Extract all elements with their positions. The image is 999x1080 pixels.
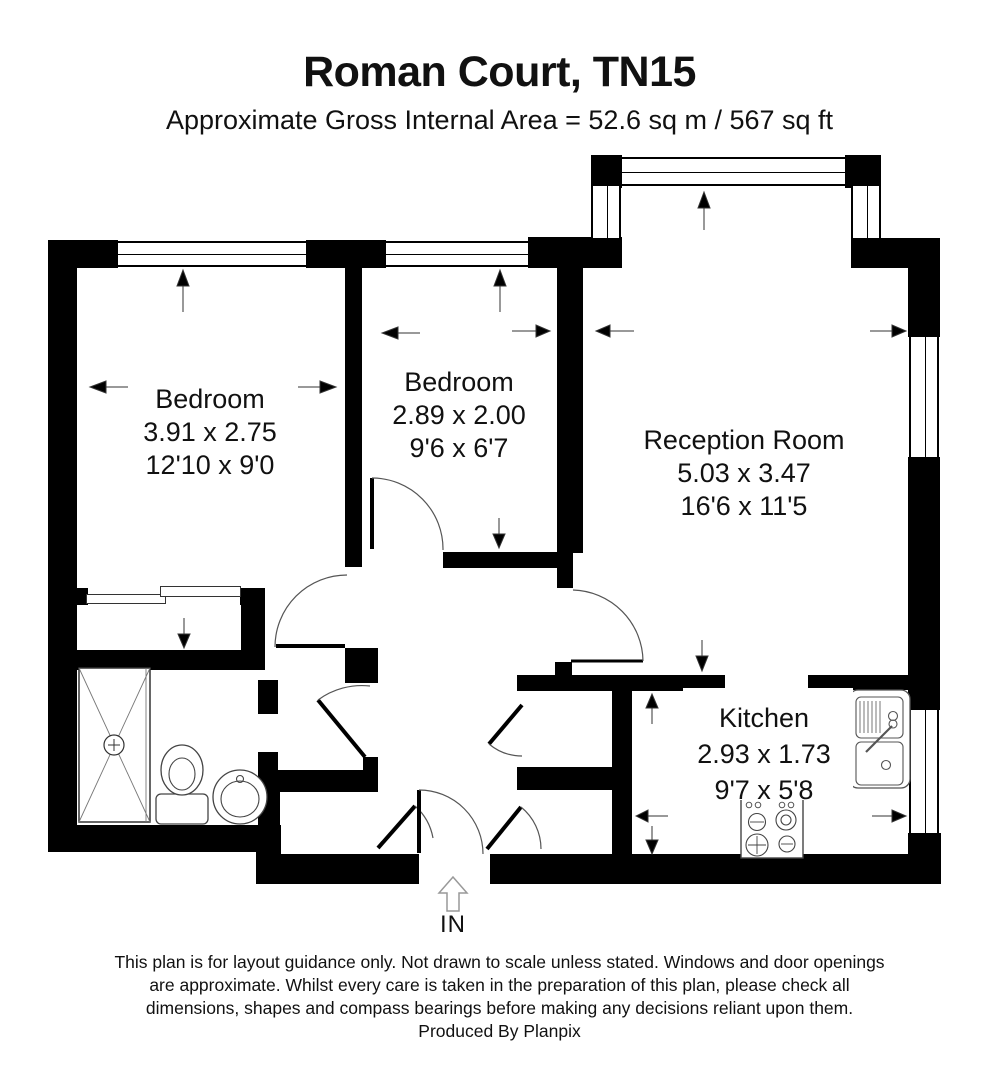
room-dim-metric: 3.91 x 2.75 [143,417,277,447]
area-subtitle: Approximate Gross Internal Area = 52.6 s… [165,105,834,135]
kitchen-sink [848,689,911,789]
room-dim-metric: 5.03 x 3.47 [677,458,811,488]
wall-segment [76,588,88,605]
label-bedroom2: Bedroom 2.89 x 2.00 9'6 x 6'7 [334,366,584,465]
wall-segment [555,662,572,676]
window-reception-bay-top [622,157,845,186]
wall-segment [258,752,278,772]
wall-segment [48,825,281,852]
wall-segment [443,552,557,568]
door-closet [376,804,434,850]
room-name: Bedroom [155,384,265,414]
page-title: Roman Court, TN15 [303,48,696,96]
wall-segment [363,757,378,792]
label-kitchen: Kitchen 2.93 x 1.73 9'7 x 5'8 [639,700,889,808]
wall-segment [517,767,632,790]
entrance-in-arrow [437,875,469,912]
wall-segment [557,268,583,553]
window-reception-bay-right [851,186,881,238]
built-in-ledge [86,594,166,604]
wall-segment [345,268,362,567]
wall-segment [48,268,77,852]
disclaimer-line: dimensions, shapes and compass bearings … [145,998,854,1018]
wall-segment [345,648,378,683]
entrance-label: IN [440,911,466,938]
wall-segment [851,238,940,268]
door-cupboard-upper [487,703,524,757]
disclaimer: This plan is for layout guidance only. N… [0,951,999,1043]
wall-segment [908,268,940,337]
wall-segment [517,675,725,691]
disclaimer-line: This plan is for layout guidance only. N… [114,952,885,972]
wall-segment [306,240,386,268]
room-dim-metric: 2.93 x 1.73 [697,739,831,769]
kitchen-label-box [683,688,853,800]
wall-segment [591,155,622,188]
shower-tray [78,667,151,823]
wall-segment [240,588,258,605]
hob [740,798,804,859]
wall-segment [490,854,941,884]
window-reception-right [909,337,939,457]
door-cupboard-lower [485,805,542,851]
opening-arrows [88,190,908,856]
room-dim-imperial: 12'10 x 9'0 [145,450,275,480]
wall-segment [48,240,118,268]
door-bathroom-lobby [316,684,371,759]
room-name: Kitchen [718,703,810,733]
built-in-ledge [160,586,241,597]
wall-segment [258,770,365,792]
room-name: Bedroom [404,367,514,397]
room-name: Reception Room [643,425,845,455]
wall-segment [908,457,940,710]
label-reception: Reception Room 5.03 x 3.47 16'6 x 11'5 [619,424,869,523]
room-dim-imperial: 16'6 x 11'5 [680,491,808,521]
wall-segment [557,553,573,588]
wall-segment [808,675,910,690]
door-bedroom1 [274,574,348,648]
room-dim-imperial: 9'7 x 5'8 [714,775,814,805]
door-bedroom2 [370,477,444,551]
wall-segment [528,237,622,268]
wall-segment [845,155,881,188]
wall-segment [256,854,419,884]
wall-segment [48,650,251,670]
wall-segment [258,680,278,714]
disclaimer-line: are approximate. Whilst every care is ta… [149,975,850,995]
window-kitchen-right [909,710,939,833]
door-entrance [417,789,484,855]
room-dim-metric: 2.89 x 2.00 [392,400,526,430]
toilet [155,744,209,825]
disclaimer-line: Produced By Planpix [418,1021,581,1041]
window-bedroom1-top [118,241,306,267]
basin [212,769,268,825]
room-dim-imperial: 9'6 x 6'7 [409,433,509,463]
window-reception-bay-left [591,186,621,238]
window-bedroom2-top [386,241,528,267]
label-bedroom1: Bedroom 3.91 x 2.75 12'10 x 9'0 [85,383,335,482]
door-reception [571,589,644,663]
